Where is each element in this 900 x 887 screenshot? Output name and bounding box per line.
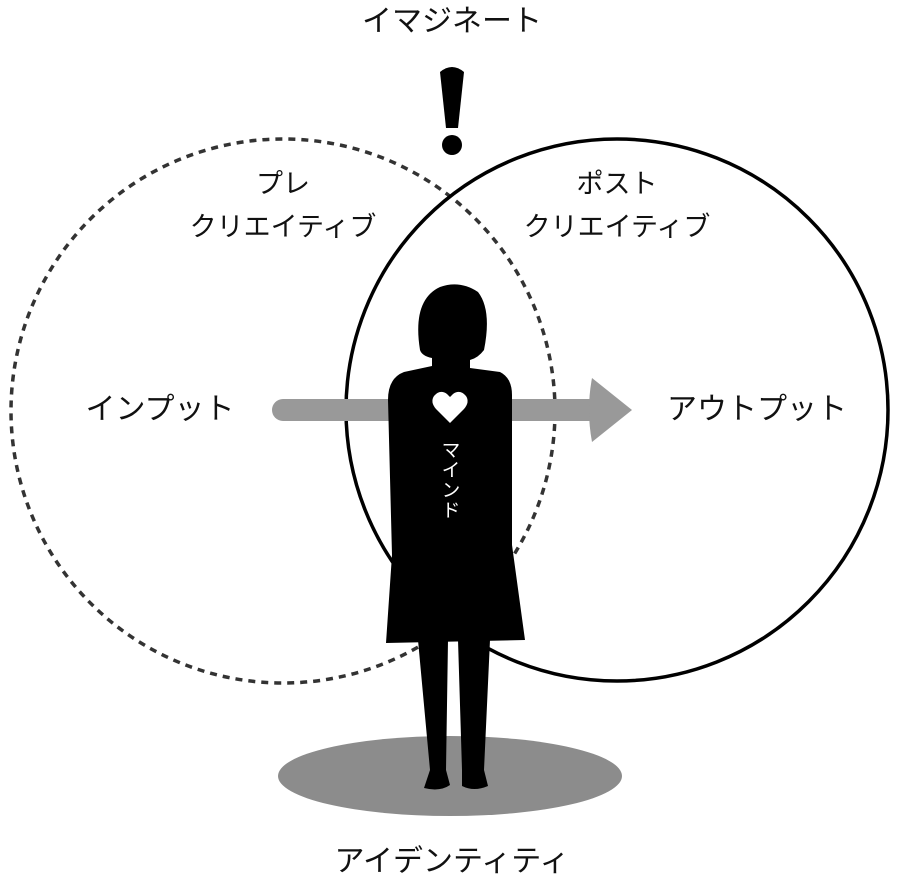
identity-label: アイデンティティ	[334, 844, 570, 879]
post-label-line1: ポスト	[576, 168, 658, 200]
heart-icon	[432, 391, 468, 423]
ground-shadow	[278, 736, 622, 816]
output-label: アウトプット	[667, 392, 847, 427]
pre-label-line2: クリエイティブ	[189, 211, 377, 243]
exclamation-icon	[440, 67, 464, 155]
input-label: インプット	[85, 392, 235, 427]
pre-label-line1: プレ	[256, 168, 310, 200]
silhouette-figure	[386, 284, 525, 790]
mind-label: マインド	[438, 440, 461, 520]
imaginate-title: イマジネート	[362, 4, 542, 39]
post-label-line2: クリエイティブ	[523, 211, 711, 243]
